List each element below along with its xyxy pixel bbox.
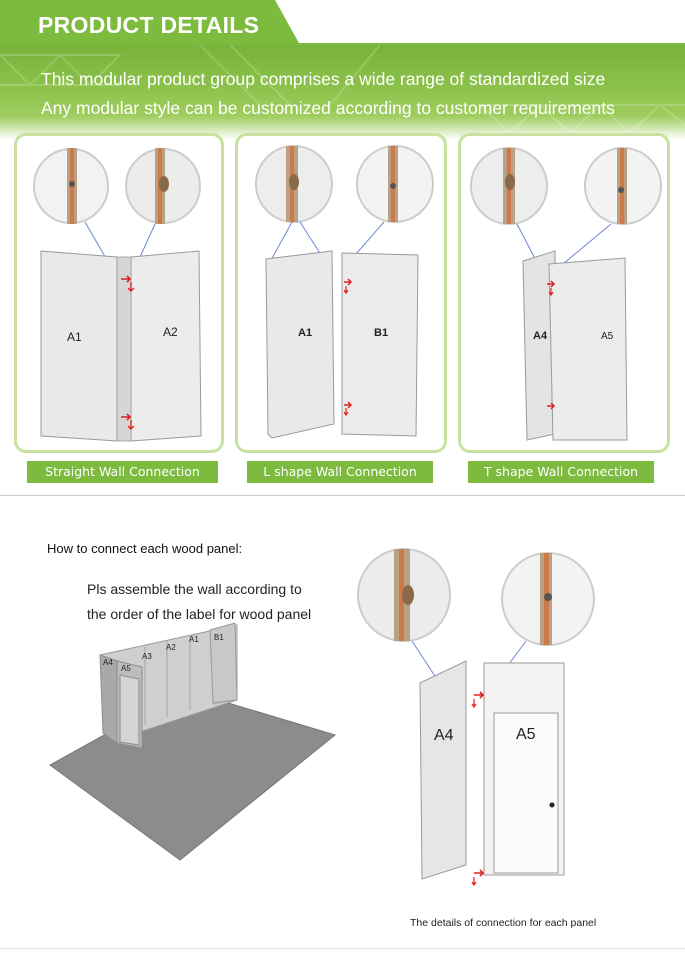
- bottom-divider: [0, 948, 685, 949]
- panel-label: A5: [516, 726, 536, 743]
- t-shape-wall-diagram: A4 A5: [470, 147, 662, 441]
- header-rule: [0, 43, 685, 45]
- wall-label: A4: [103, 658, 113, 667]
- t-shape-wall-label: T shape Wall Connection: [468, 461, 654, 483]
- wall-label: A5: [121, 664, 131, 673]
- panel-label: B1: [374, 327, 388, 339]
- l-shape-wall-label: L shape Wall Connection: [247, 461, 433, 483]
- door: [493, 712, 559, 874]
- l-shape-wall-diagram: A1 B1: [255, 145, 434, 439]
- wall-label: A2: [166, 643, 176, 652]
- wall-panel: [265, 250, 335, 439]
- banner-line-1: This modular product group comprises a w…: [41, 69, 606, 89]
- panel-label: A4: [533, 330, 548, 342]
- panel-label: A1: [298, 327, 312, 339]
- wall-label: B1: [214, 633, 224, 642]
- booth-isometric-diagram: A4 A5 A3 A2 A1 B1: [49, 622, 337, 861]
- assembly-instruction: Pls assemble the wall according to the o…: [87, 577, 311, 627]
- panel-label: A5: [601, 331, 614, 342]
- wall-label: A1: [189, 635, 199, 644]
- instruction-line: the order of the label for wood panel: [87, 606, 312, 622]
- wall-panel: [341, 252, 419, 437]
- page-title: PRODUCT DETAILS: [38, 12, 260, 38]
- detail-caption: The details of connection for each panel: [410, 917, 597, 929]
- straight-wall-card: A1 A2: [14, 133, 224, 453]
- wall-panel: [40, 250, 118, 442]
- wall-panel: [548, 257, 628, 441]
- banner-truss-pattern: [0, 45, 685, 135]
- panel-detail-diagram: A4 A5: [357, 548, 595, 887]
- wall-panel: [419, 660, 467, 880]
- t-shape-wall-card: A4 A5: [458, 133, 670, 453]
- panel-label: A4: [434, 727, 454, 744]
- straight-wall-diagram: A1 A2: [33, 148, 202, 442]
- booth-floor: [49, 689, 337, 861]
- section-divider: [0, 495, 685, 496]
- instruction-line: Pls assemble the wall according to: [87, 581, 302, 597]
- panel-label: A2: [163, 325, 178, 339]
- banner: [0, 45, 685, 140]
- l-shape-wall-card: A1 B1: [235, 133, 447, 453]
- banner-line-2: Any modular style can be customized acco…: [41, 98, 615, 118]
- header-tab: [0, 0, 300, 45]
- assembly-heading: How to connect each wood panel:: [47, 541, 243, 556]
- wall-panel: [130, 250, 202, 442]
- panel-label: A1: [67, 330, 82, 344]
- straight-wall-label: Straight Wall Connection: [27, 461, 218, 483]
- wall-label: A3: [142, 652, 152, 661]
